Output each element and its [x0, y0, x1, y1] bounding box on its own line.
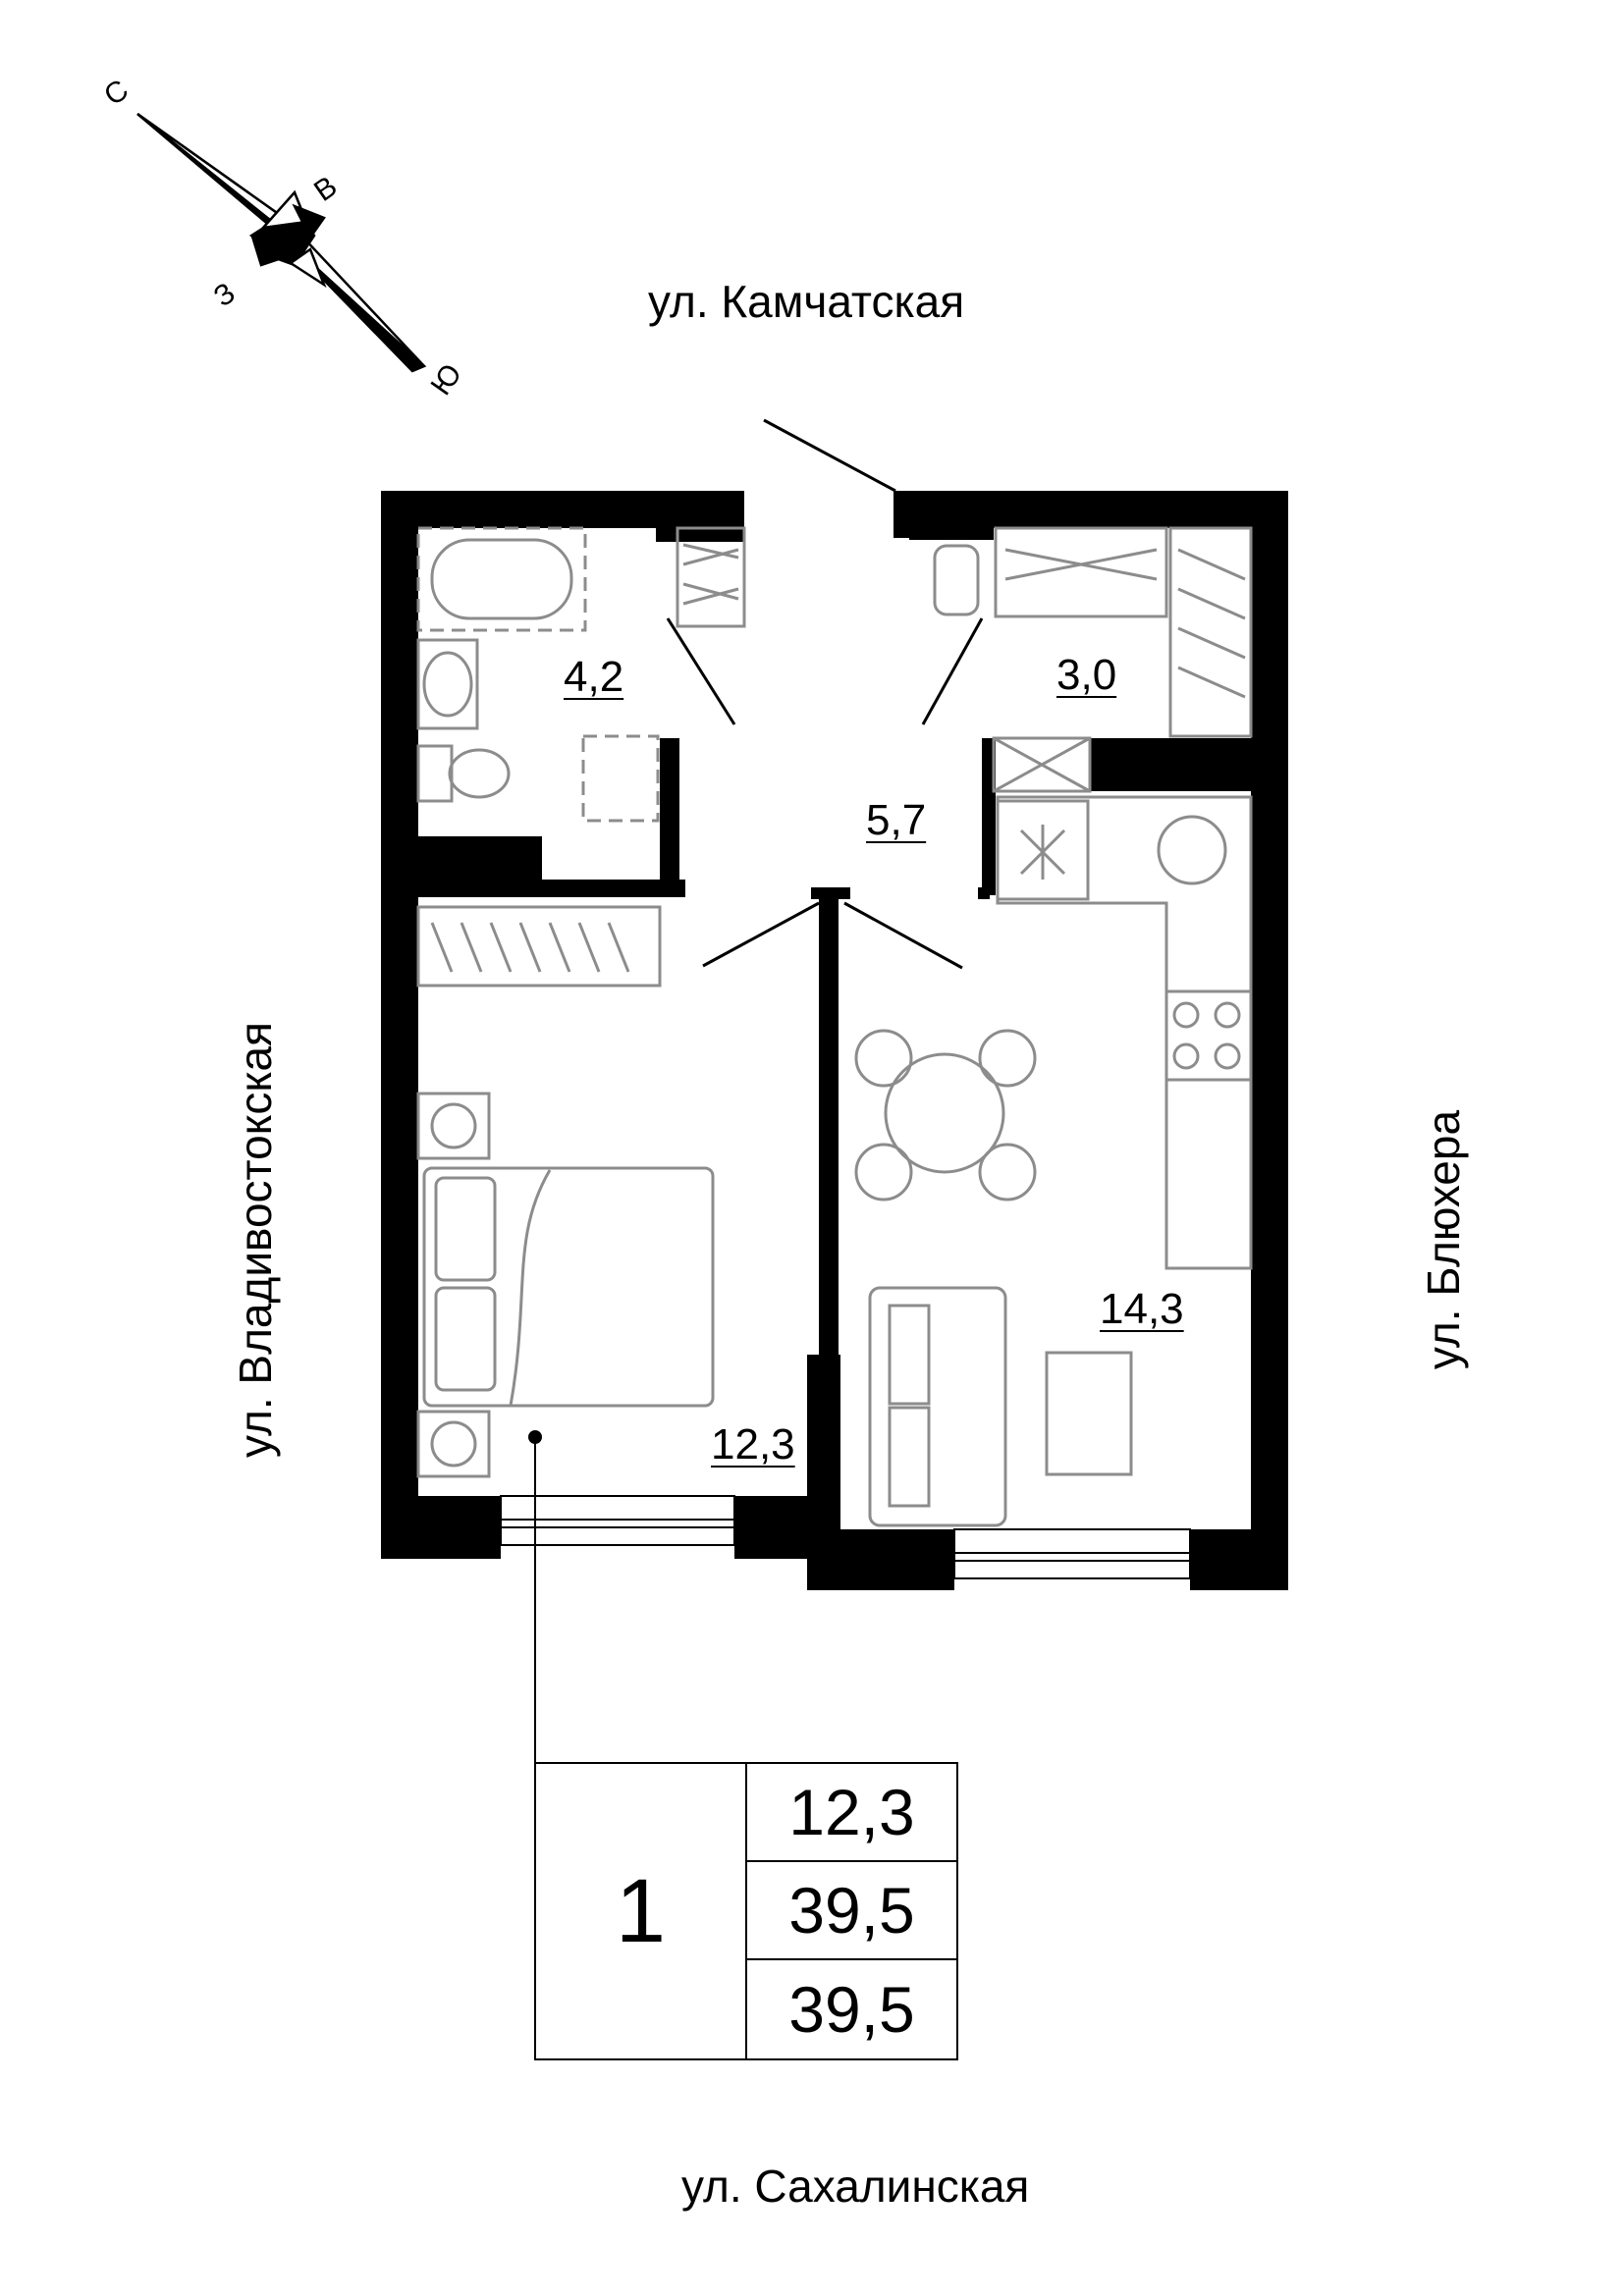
- wardrobe-icon: [416, 905, 662, 988]
- compass-rose-icon: [136, 112, 427, 373]
- kitchen-stove-icon: [996, 795, 1253, 1270]
- bathtub-icon: [416, 526, 587, 632]
- window-icon: [500, 1495, 1191, 1579]
- street-west: ул. Владивостокская: [230, 1022, 281, 1458]
- area-bedroom: 12,3: [711, 1420, 795, 1468]
- door-icon: [666, 418, 984, 970]
- wardrobe-icon: [676, 526, 746, 628]
- info-table: [534, 1762, 958, 2060]
- area-hallway: 5,7: [866, 796, 927, 844]
- info-rooms-count: 1: [615, 1861, 667, 1961]
- walls: [381, 491, 1288, 1590]
- sink-icon: [416, 638, 479, 730]
- sofa-icon: [868, 1286, 1133, 1527]
- kitchen-sink-icon: [1157, 815, 1227, 885]
- area-bathroom: 4,2: [564, 653, 624, 701]
- info-living-area: 12,3: [788, 1776, 915, 1848]
- leader-line: [528, 1430, 542, 1763]
- street-east: ул. Блюхера: [1418, 1109, 1469, 1370]
- street-south: ул. Сахалинская: [681, 2161, 1030, 2212]
- info-total-area: 39,5: [788, 1874, 915, 1947]
- nightstand-icon: [416, 1092, 491, 1478]
- info-area-with-balcony: 39,5: [788, 1973, 915, 2046]
- wardrobe-icon: [933, 526, 1253, 793]
- area-kitchen-living: 14,3: [1100, 1285, 1184, 1333]
- dining-table-icon: [854, 1029, 1037, 1201]
- double-bed-icon: [422, 1166, 715, 1408]
- street-north: ул. Камчатская: [648, 276, 965, 327]
- area-storage: 3,0: [1056, 651, 1117, 699]
- toilet-icon: [416, 744, 511, 803]
- washing-machine-icon: [581, 734, 660, 823]
